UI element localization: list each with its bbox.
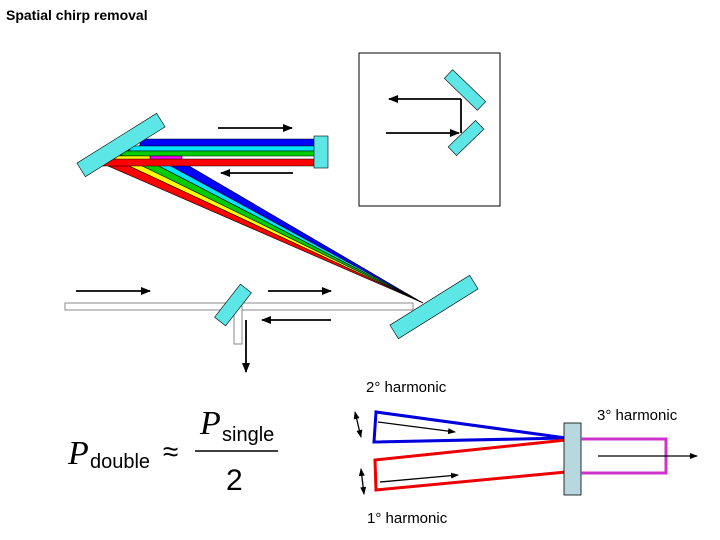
second-harmonic-label: 2° harmonic [366, 379, 447, 396]
harmonic-mixing [353, 410, 698, 496]
page-title: Spatial chirp removal [6, 7, 148, 23]
formula-numerator-subscript: single [222, 424, 274, 446]
formula-denominator: 2 [226, 464, 243, 497]
first-harmonic-path [373, 438, 567, 492]
formula-numerator-symbol: P [199, 405, 221, 442]
mixing-crystal [563, 422, 582, 496]
bottom-right-mirror [389, 274, 479, 340]
end-mirror [313, 135, 329, 169]
pickoff-mirror [214, 283, 252, 327]
inset-upper-mirror [443, 69, 487, 111]
third-harmonic-label: 3° harmonic [597, 407, 678, 424]
top-left-mirror [76, 112, 166, 178]
blue-beam-horizontal [139, 138, 317, 147]
inset-periscope [358, 52, 501, 207]
arrow-right-icon [377, 421, 456, 435]
formula-lhs-subscript: double [90, 451, 150, 473]
polarization-arrow-icon [353, 411, 363, 438]
power-formula: P double ≈ P single 2 [67, 405, 278, 497]
first-harmonic-label: 1° harmonic [367, 510, 448, 527]
inset-lower-mirror [447, 120, 485, 156]
formula-lhs-symbol: P [67, 435, 89, 472]
arrow-right-icon [379, 472, 459, 483]
red-beam-horizontal [99, 158, 317, 167]
second-harmonic-path [372, 410, 567, 444]
formula-relation: ≈ [163, 436, 178, 467]
polarization-arrow-icon [358, 468, 367, 495]
dispersed-beam-fan [98, 141, 424, 304]
green-beam-horizontal [121, 150, 317, 157]
cyan-beam-horizontal [129, 145, 317, 152]
